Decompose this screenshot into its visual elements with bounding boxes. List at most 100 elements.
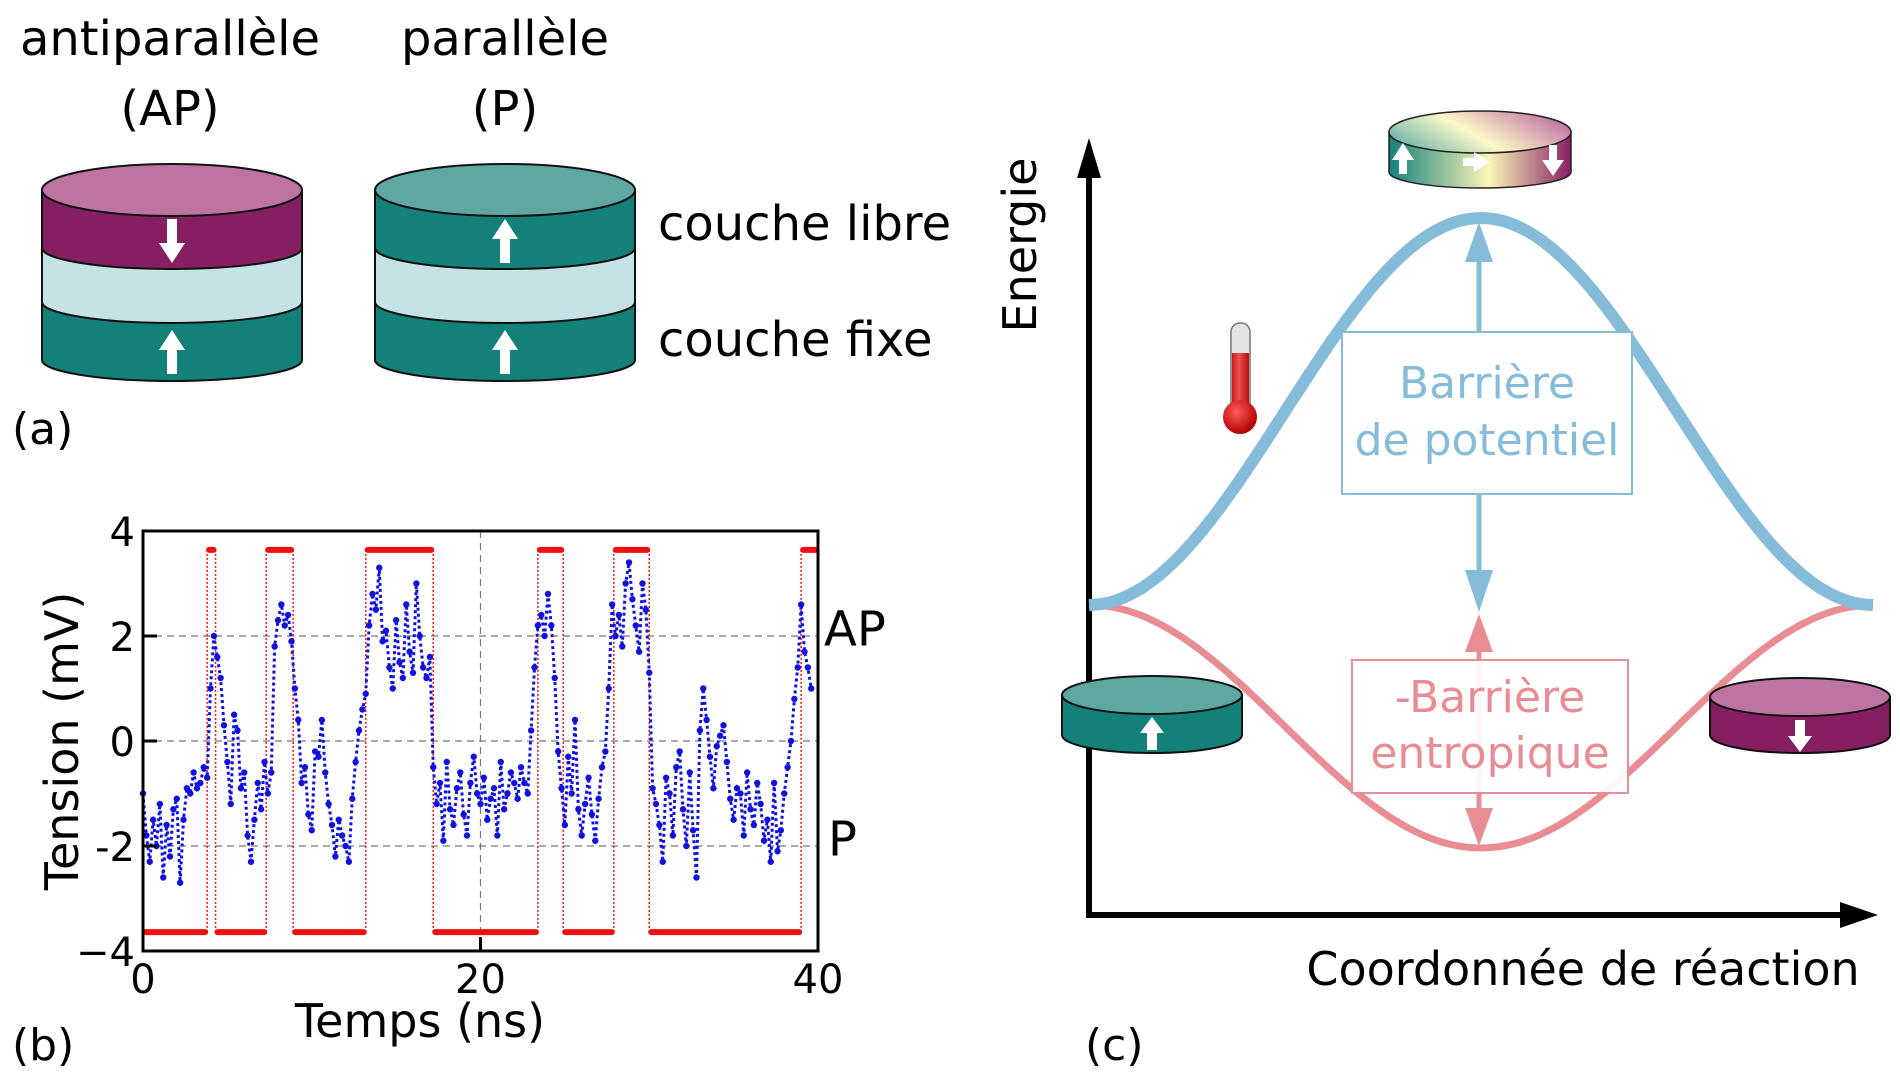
energy-axes [1077, 138, 1878, 928]
voltage-point [757, 800, 764, 808]
voltage-point [244, 832, 251, 839]
voltage-point [791, 695, 798, 703]
voltage-point [480, 774, 488, 781]
voltage-point [561, 821, 569, 829]
voltage-point [781, 790, 788, 797]
voltage-point [237, 785, 245, 792]
voltage-point [187, 790, 194, 797]
y-tick-label: −4 [76, 930, 135, 976]
p-state-title-line2: (P) [471, 81, 539, 137]
voltage-point [389, 685, 396, 692]
transition-state-disk [1388, 110, 1572, 189]
voltage-point [527, 727, 535, 734]
voltage-point [534, 622, 542, 629]
ap-state-title-line2: (AP) [120, 81, 220, 137]
voltage-point [679, 806, 687, 813]
voltage-point [615, 611, 623, 619]
voltage-point [200, 764, 207, 771]
potential-label-line2: de potentiel [1355, 415, 1620, 466]
voltage-point [507, 769, 515, 776]
voltage-point [683, 842, 690, 850]
entropic-barrier-box: -Barrière entropique [1351, 659, 1629, 794]
voltage-point [247, 858, 255, 865]
voltage-point [808, 685, 815, 692]
voltage-point [743, 769, 751, 776]
mtj-stacks [41, 163, 636, 382]
voltage-point [173, 795, 180, 802]
voltage-point [622, 580, 629, 587]
voltage-point [524, 790, 531, 797]
voltage-point [605, 685, 612, 692]
voltage-point [409, 669, 417, 676]
panel-b-tag: (b) [12, 1020, 75, 1071]
panel-c-tag: (c) [1085, 1020, 1144, 1071]
voltage-point [797, 601, 805, 608]
voltage-point [517, 764, 525, 771]
voltage-point [595, 795, 602, 802]
voltage-point [608, 601, 616, 608]
voltage-point [801, 648, 808, 655]
voltage-point [662, 774, 670, 781]
voltage-point [227, 800, 234, 808]
voltage-point [325, 800, 332, 808]
voltage-point [170, 806, 177, 813]
arrow-down-icon [1465, 808, 1493, 846]
voltage-point [544, 590, 552, 598]
voltage-trace [141, 562, 813, 883]
voltage-point [740, 832, 747, 839]
voltage-point [298, 779, 305, 787]
voltage-point [632, 622, 639, 629]
voltage-point [592, 837, 599, 844]
entropic-label-line1: -Barrière [1395, 672, 1585, 723]
voltage-point [558, 785, 565, 792]
voltage-point [473, 790, 481, 797]
voltage-point [359, 706, 366, 713]
voltage-point [538, 611, 545, 619]
voltage-point [470, 753, 477, 760]
voltage-point [629, 596, 636, 603]
voltage-point [554, 748, 562, 755]
voltage-point [372, 606, 380, 613]
voltage-point [676, 748, 683, 755]
energy-axis-label: Energie [993, 158, 1047, 333]
voltage-point [305, 811, 312, 818]
p-level-label: P [828, 812, 857, 868]
voltage-point [521, 779, 528, 787]
entropic-barrier-curve [1088, 601, 1874, 852]
voltage-point [484, 816, 491, 823]
voltage-point [406, 648, 413, 655]
voltage-point [430, 764, 437, 771]
voltage-point [767, 858, 774, 865]
voltage-point [230, 711, 238, 718]
voltage-point [176, 879, 184, 886]
voltage-point [646, 669, 653, 676]
voltage-point [423, 674, 430, 682]
voltage-point [575, 806, 582, 813]
voltage-point [210, 632, 218, 640]
voltage-point [369, 590, 376, 598]
voltage-point [315, 753, 322, 760]
p-state-title: parallèle (P) [335, 10, 675, 138]
voltage-point [278, 601, 285, 608]
reaction-axis-arrowhead [1840, 902, 1878, 928]
voltage-point [774, 848, 781, 855]
voltage-point [271, 643, 278, 650]
voltage-point [804, 664, 812, 671]
voltage-point [345, 858, 353, 865]
p-stack [374, 163, 636, 382]
voltage-point [500, 806, 508, 813]
voltage-point [436, 779, 444, 787]
voltage-point [342, 842, 349, 850]
voltage-point [568, 790, 575, 797]
voltage-point [747, 806, 754, 813]
voltage-point [737, 790, 744, 797]
voltage-point [450, 821, 457, 829]
voltage-point [190, 769, 197, 776]
voltage-point [730, 816, 737, 823]
voltage-point [183, 785, 191, 792]
voltage-point [504, 790, 511, 797]
voltage-point [146, 858, 153, 865]
voltage-point [777, 827, 785, 834]
voltage-point [308, 827, 315, 834]
voltage-point [716, 732, 724, 739]
